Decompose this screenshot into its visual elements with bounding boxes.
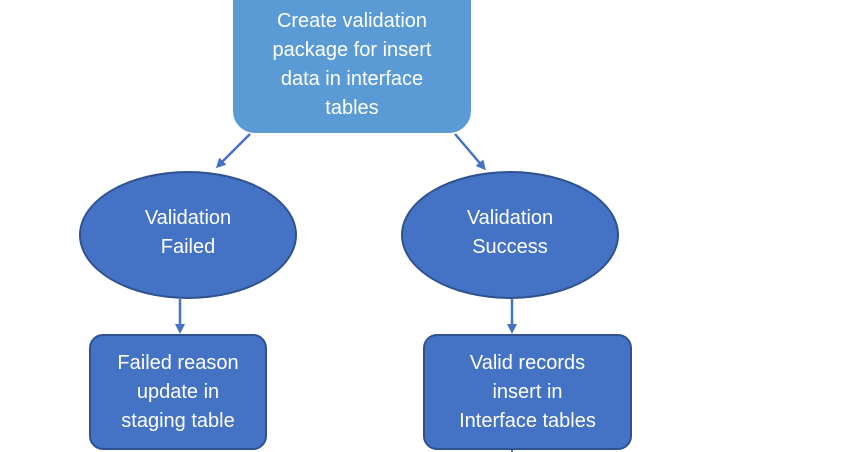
validation-success-node: Validation Success bbox=[401, 171, 619, 299]
create-validation-package-label: Create validation package for insert dat… bbox=[272, 9, 432, 119]
failed-reason-label: Failed reason update in staging table bbox=[117, 351, 239, 432]
validation-failed-label: Validation Failed bbox=[144, 207, 232, 258]
valid-records-label: Valid records insert in Interface tables bbox=[459, 351, 596, 432]
validation-failed-node: Validation Failed bbox=[79, 171, 297, 299]
valid-records-node: Valid records insert in Interface tables bbox=[423, 334, 632, 450]
validation-success-label: Validation Success bbox=[466, 207, 554, 258]
create-validation-package-node: Create validation package for insert dat… bbox=[233, 0, 471, 133]
arrow-to-validation-success bbox=[454, 133, 486, 171]
arrow-to-validation-failed bbox=[215, 133, 251, 169]
failed-reason-node: Failed reason update in staging table bbox=[89, 334, 267, 450]
